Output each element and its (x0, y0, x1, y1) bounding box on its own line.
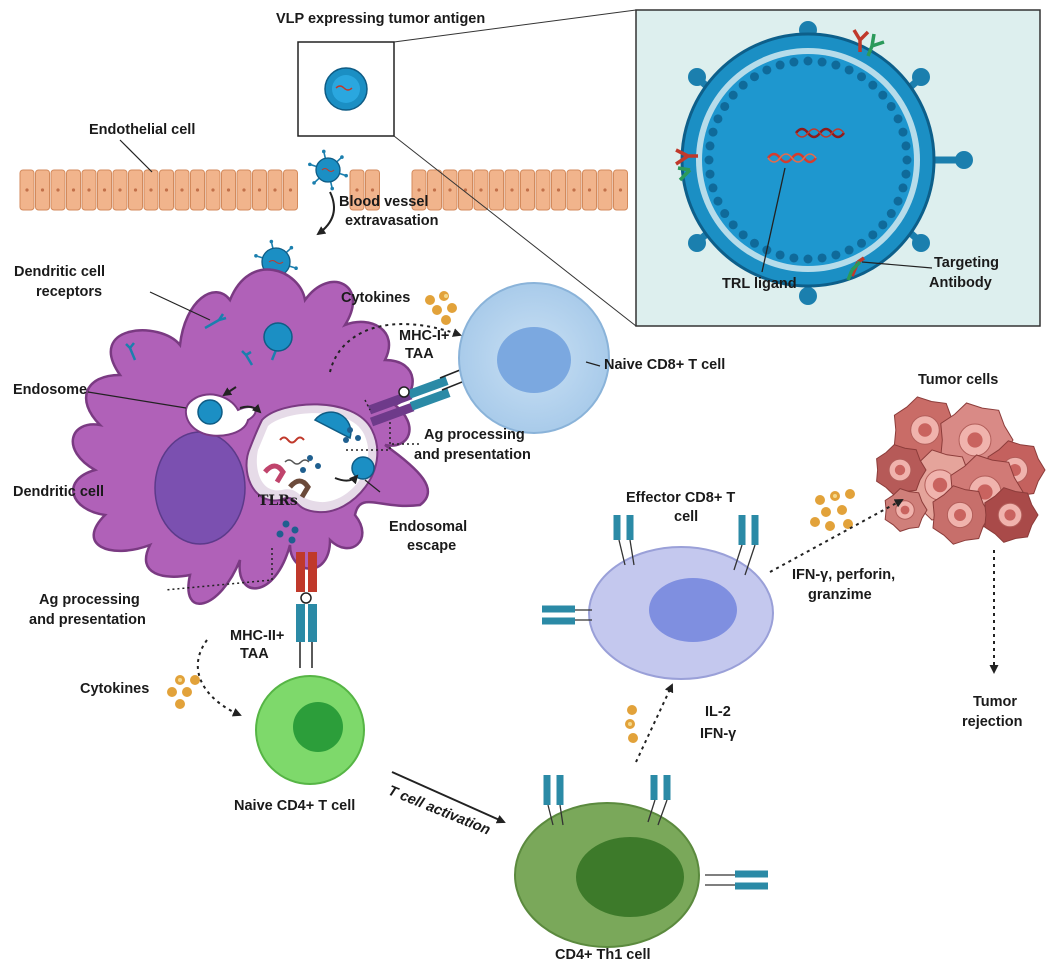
label-tumor-rejection-1: Tumor (973, 694, 1018, 710)
label-naive-cd4: Naive CD4+ T cell (234, 798, 356, 814)
label-ifn-perforin: IFN-γ, perforin, (792, 567, 896, 583)
label-mhc2: MHC-II+ (230, 628, 285, 644)
label-mhc2-taa: TAA (240, 646, 269, 662)
cytokines (167, 291, 855, 743)
label-trl-ligand: TRL ligand (722, 276, 797, 292)
label-ag-proc-right-2: and presentation (414, 447, 531, 463)
label-dc-receptors-2: receptors (36, 284, 103, 300)
label-granzime: granzime (808, 587, 872, 603)
label-endosomal-escape-2: escape (407, 538, 457, 554)
label-effector-cd8-1: Effector CD8+ T (626, 490, 736, 506)
label-ag-proc-left-1: Ag processing (39, 592, 140, 608)
label-endothelial-cell: Endothelial cell (89, 122, 196, 138)
vlp-small-icon (324, 67, 368, 111)
label-ag-proc-left-2: and presentation (29, 612, 146, 628)
label-targeting-antibody-2: Antibody (929, 275, 992, 291)
mhc2-receptor (296, 552, 317, 668)
mhc1-receptor (367, 365, 473, 427)
label-tumor-cells: Tumor cells (918, 372, 999, 388)
effector-cd8-cell (542, 515, 774, 680)
naive-cd8-cell (458, 282, 610, 434)
label-dc-receptors-1: Dendritic cell (14, 264, 106, 280)
label-targeting-antibody-1: Targeting (934, 255, 999, 271)
label-mhc1-taa: TAA (405, 346, 434, 362)
vlp-large (675, 21, 973, 305)
label-mhc1: MHC-I+ (399, 328, 450, 344)
label-cd4-th1: CD4+ Th1 cell (555, 947, 651, 963)
cd4-th1-cell (514, 775, 768, 948)
label-tumor-rejection-2: rejection (962, 714, 1023, 730)
label-il2: IL-2 (705, 704, 731, 720)
vlp-small-box (297, 41, 395, 137)
label-tlrs: TLRs (258, 493, 298, 509)
dendritic-cell (71, 268, 430, 605)
label-ag-proc-right-1: Ag processing (424, 427, 525, 443)
label-naive-cd8: Naive CD8+ T cell (604, 357, 726, 373)
naive-cd4-cell (255, 675, 365, 785)
label-endosomal-escape-1: Endosomal (389, 519, 468, 535)
endothelial-layer (19, 169, 628, 211)
vlp-inset (635, 9, 1041, 327)
label-extravasation: extravasation (345, 213, 439, 229)
label-effector-cd8-2: cell (674, 509, 699, 525)
label-endosome: Endosome (13, 382, 88, 398)
tumor-cluster (876, 396, 1046, 545)
label-cytokines-top: Cytokines (341, 290, 411, 306)
label-ifn-gamma: IFN-γ (700, 726, 737, 742)
label-blood-vessel: Blood vessel (339, 194, 429, 210)
label-vlp-title: VLP expressing tumor antigen (276, 11, 486, 27)
label-dendritic-cell: Dendritic cell (13, 484, 105, 500)
label-cytokines-left: Cytokines (80, 681, 150, 697)
